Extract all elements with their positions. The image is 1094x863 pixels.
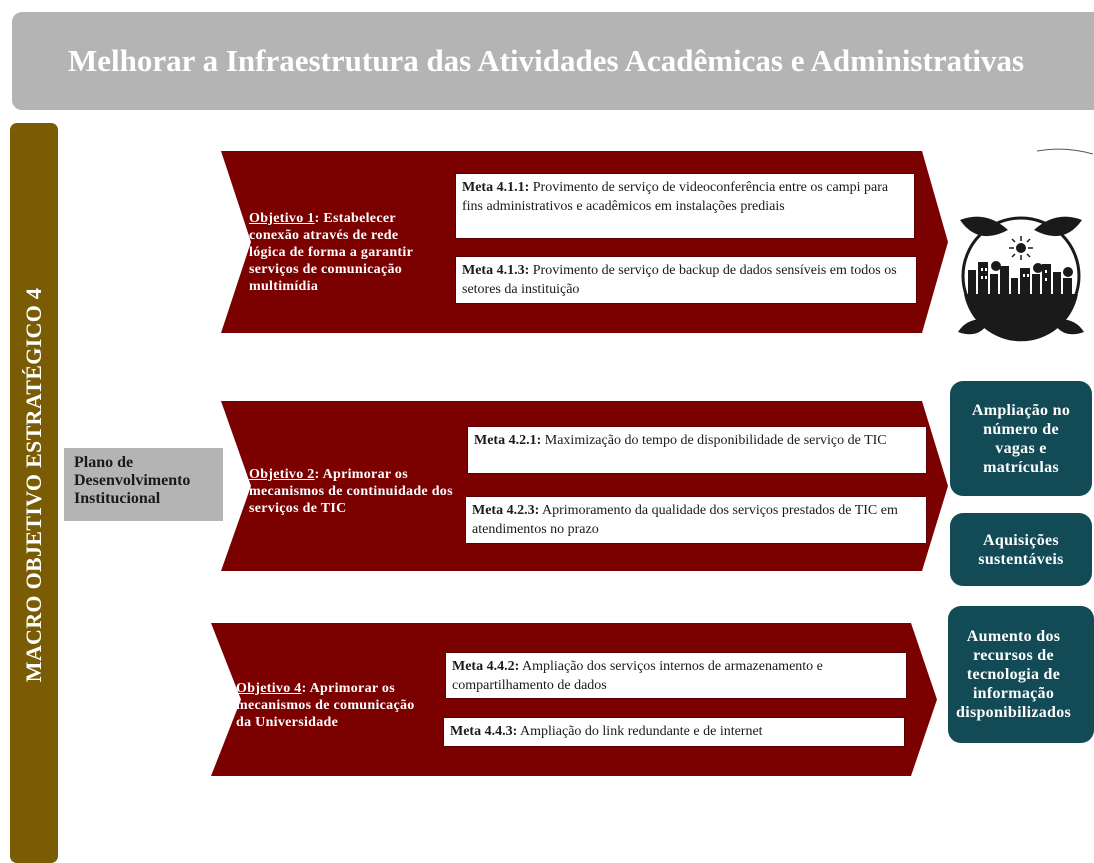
- result-box-vagas: Ampliação no número de vagas e matrícula…: [950, 381, 1092, 496]
- meta-text: Ampliação dos serviços internos de armaz…: [452, 659, 823, 693]
- meta-code: Meta 4.1.1:: [462, 180, 530, 195]
- meta-4-4-2: Meta 4.4.2: Ampliação dos serviços inter…: [445, 652, 907, 699]
- objective-2-text: Objetivo 2: Aprimorar os mecanismos de c…: [249, 466, 454, 517]
- meta-code: Meta 4.2.3:: [472, 503, 540, 518]
- meta-4-4-3: Meta 4.4.3: Ampliação do link redundante…: [443, 717, 905, 747]
- meta-4-2-3: Meta 4.2.3: Aprimoramento da qualidade d…: [465, 496, 927, 544]
- header-banner: Melhorar a Infraestrutura das Atividades…: [12, 12, 1094, 110]
- objective-4-prefix: Objetivo 4: [236, 681, 302, 696]
- decorative-line: [1036, 148, 1094, 155]
- objective-4-text: Objetivo 4: Aprimorar os mecanismos de c…: [236, 680, 426, 731]
- meta-text: Provimento de serviço de backup de dados…: [462, 263, 897, 297]
- objective-arrow-4: [211, 623, 937, 776]
- meta-code: Meta 4.4.2:: [452, 659, 520, 674]
- pdi-box: Plano de Desenvolvimento Institucional: [64, 448, 223, 521]
- sustainable-city-icon: [958, 216, 1084, 342]
- meta-code: Meta 4.1.3:: [462, 263, 530, 278]
- objective-4-desc: : Aprimorar os mecanismos de comunicação…: [236, 681, 415, 730]
- macro-objective-label: MACRO OBJETIVO ESTRATÉGICO 4: [21, 287, 46, 683]
- meta-text: Maximização do tempo de disponibilidade …: [541, 433, 887, 448]
- meta-code: Meta 4.2.1:: [474, 433, 542, 448]
- meta-text: Provimento de serviço de videoconferênci…: [462, 180, 889, 214]
- page-title: Melhorar a Infraestrutura das Atividades…: [68, 43, 1025, 78]
- result-box-recursos: Aumento dos recursos de tecnologia de in…: [948, 606, 1094, 743]
- meta-4-1-1: Meta 4.1.1: Provimento de serviço de vid…: [455, 173, 915, 239]
- objective-2-desc: : Aprimorar os mecanismos de continuidad…: [249, 467, 453, 516]
- objective-1-text: Objetivo 1: Estabelecer conexão através …: [249, 210, 419, 295]
- result-box-aquisicoes: Aquisições sustentáveis: [950, 513, 1092, 586]
- macro-objective-sidebar: [10, 123, 58, 863]
- objective-2-prefix: Objetivo 2: [249, 467, 315, 482]
- meta-4-1-3: Meta 4.1.3: Provimento de serviço de bac…: [455, 256, 917, 304]
- meta-text: Aprimoramento da qualidade dos serviços …: [472, 503, 898, 537]
- objective-1-desc: : Estabelecer conexão através de rede ló…: [249, 211, 413, 294]
- meta-text: Ampliação do link redundante e de intern…: [517, 724, 763, 739]
- meta-code: Meta 4.4.3:: [450, 724, 518, 739]
- meta-4-2-1: Meta 4.2.1: Maximização do tempo de disp…: [467, 426, 927, 474]
- objective-1-prefix: Objetivo 1: [249, 211, 315, 226]
